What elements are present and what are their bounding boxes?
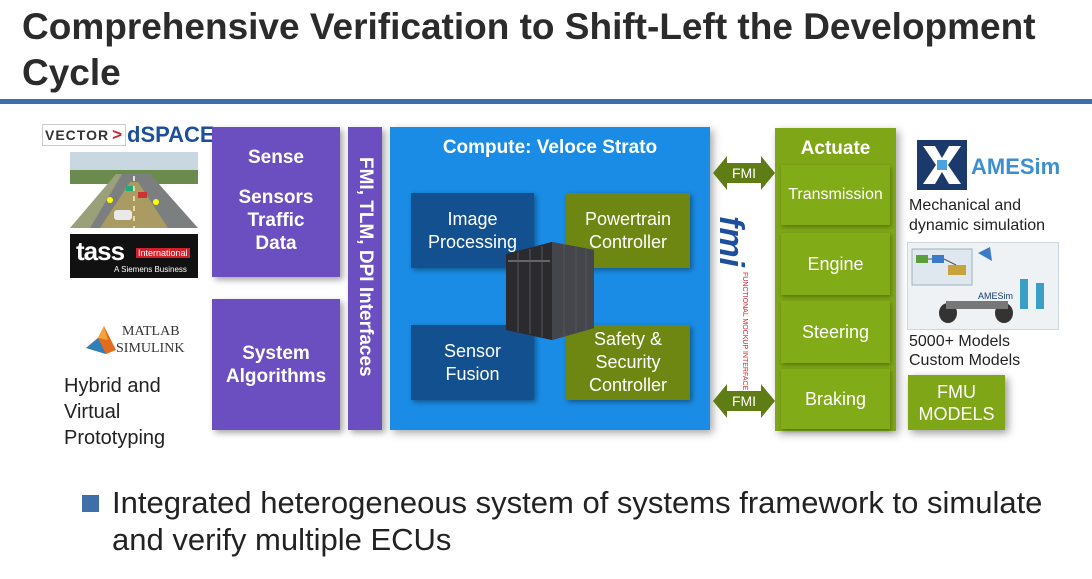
- safety-line: Safety &: [593, 329, 663, 349]
- sense-line-data: Data: [255, 233, 297, 254]
- bullet-marker: [82, 495, 99, 512]
- sense-line-traffic: Traffic: [247, 210, 305, 231]
- fmi-bottom-label: FMI: [731, 393, 757, 409]
- simulink-text: SIMULINK: [116, 341, 185, 356]
- models-line-2: Custom Models: [909, 352, 1021, 369]
- fmi-top-label: FMI: [731, 165, 757, 181]
- fmi-logo-subtext: FUNCTIONAL MOCKUP INTERFACE: [741, 272, 748, 391]
- amesim-small-label: AMESim: [978, 291, 1014, 301]
- controller-line: Controller: [588, 231, 668, 252]
- caption-line-2: Virtual: [64, 401, 121, 423]
- amesim-caption-line-2: dynamic simulation: [909, 217, 1046, 234]
- sense-title: Sense: [248, 147, 304, 168]
- models-caption: 5000+ Models Custom Models: [909, 332, 1020, 370]
- safety-security-controller-block: Safety & Security Controller: [566, 325, 690, 400]
- fmi-logo-text: fmi: [712, 216, 750, 267]
- caption-line-3: Prototyping: [64, 427, 166, 449]
- models-line: MODELS: [918, 403, 995, 424]
- fmu-models-block: FMU MODELS: [908, 375, 1005, 430]
- interfaces-bar: FMI, TLM, DPI Interfaces: [348, 127, 382, 430]
- compute-title: Compute: Veloce Strato: [442, 137, 658, 158]
- interfaces-label: FMI, TLM, DPI Interfaces: [355, 157, 376, 377]
- double-arrow-icon: [713, 384, 775, 418]
- dspace-logo: dSPACE: [127, 122, 215, 147]
- traffic-simulation-image: [70, 152, 198, 228]
- tass-logo: tass International A Siemens Business: [70, 234, 198, 278]
- matlab-text: MATLAB: [122, 324, 180, 339]
- matlab-membrane-icon: [86, 326, 116, 354]
- amesim-x-icon: [917, 140, 967, 190]
- actuate-braking: Braking: [781, 369, 890, 429]
- hybrid-virtual-caption: Hybrid and Virtual Prototyping: [64, 373, 165, 451]
- tass-siemens-text: A Siemens Business: [114, 265, 187, 274]
- tass-logo-text: tass: [76, 236, 125, 266]
- system-line: System: [242, 342, 310, 364]
- fmu-line: FMU: [937, 381, 976, 402]
- tass-international-text: International: [136, 248, 190, 258]
- double-arrow-icon: [713, 156, 775, 190]
- algorithms-line: Algorithms: [225, 365, 327, 387]
- amesim-caption-line-1: Mechanical and: [909, 197, 1022, 214]
- sensor-line: Sensor: [443, 340, 502, 361]
- amesim-text: AMESim: [971, 154, 1061, 179]
- vector-chevron-icon: >: [112, 125, 124, 144]
- actuate-engine: Engine: [781, 233, 890, 295]
- actuate-title: Actuate: [800, 138, 871, 159]
- fmi-logo: fmi FUNCTIONAL MOCKUP INTERFACE: [712, 214, 768, 391]
- caption-line-1: Hybrid and: [64, 375, 161, 397]
- veloce-hardware-image: [500, 240, 598, 342]
- processing-line: Processing: [427, 231, 518, 252]
- sensor-fusion-block: Sensor Fusion: [411, 325, 534, 400]
- actuate-steering: Steering: [781, 301, 890, 363]
- models-line-1: 5000+ Models: [909, 333, 1010, 350]
- amesim-logo: AMESim: [917, 140, 1067, 192]
- bullet-text: Integrated heterogeneous system of syste…: [112, 485, 1043, 557]
- title-divider: [0, 99, 1092, 104]
- safety-controller-line: Controller: [588, 375, 668, 395]
- vehicle-model-image: AMESim: [907, 242, 1059, 330]
- sense-block: Sense Sensors Traffic Data: [212, 127, 340, 277]
- image-line: Image: [447, 208, 498, 229]
- fmi-arrow-top: FMI: [713, 152, 775, 194]
- system-algorithms-block: System Algorithms: [212, 299, 340, 430]
- sense-line-sensors: Sensors: [238, 187, 314, 208]
- vector-logo-text: VECTOR: [44, 127, 110, 143]
- powertrain-controller-block: Powertrain Controller: [566, 193, 690, 268]
- powertrain-line: Powertrain: [584, 208, 672, 229]
- amesim-caption: Mechanical and dynamic simulation: [909, 196, 1045, 236]
- slide-title: Comprehensive Verification to Shift-Left…: [22, 6, 1036, 93]
- fmi-arrow-bottom: FMI: [713, 380, 775, 422]
- vector-logo: VECTOR>: [42, 124, 126, 146]
- actuate-transmission: Transmission: [781, 165, 890, 225]
- matlab-simulink-logo: MATLAB SIMULINK: [84, 320, 196, 360]
- security-line: Security: [595, 352, 661, 372]
- sense-body: Sensors Traffic Data: [212, 186, 340, 255]
- fusion-line: Fusion: [445, 363, 500, 384]
